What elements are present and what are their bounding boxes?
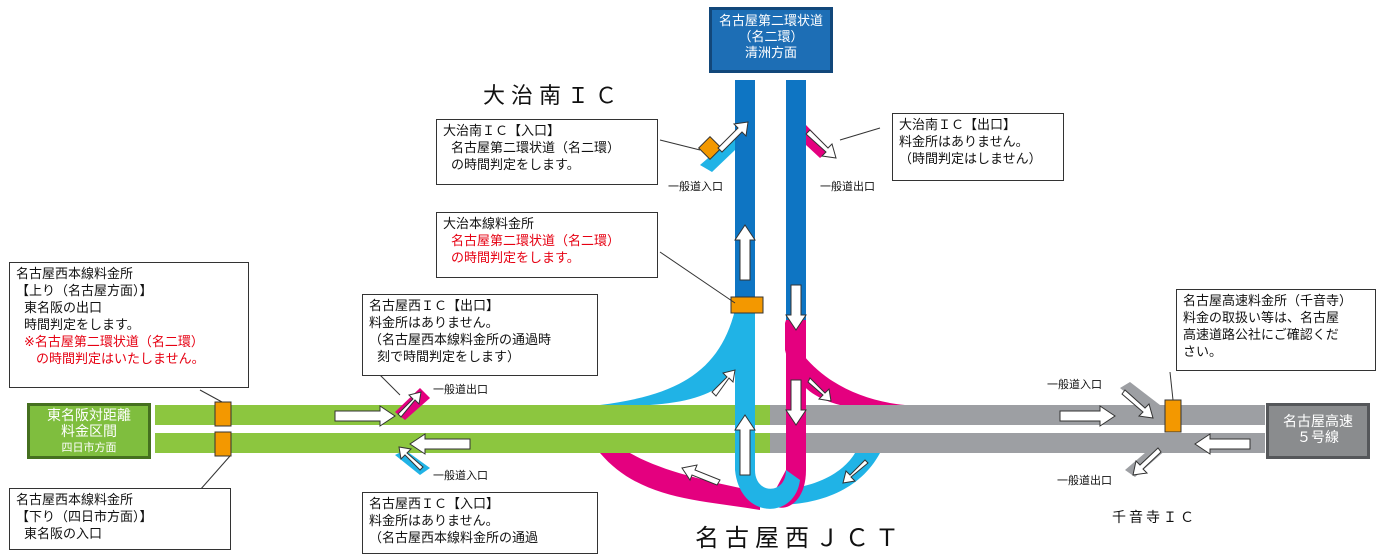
sign-top-line3: 清洲方面 [744, 46, 797, 61]
arrow-nishi-exit [397, 391, 422, 418]
arrow-highway-west [409, 433, 471, 455]
arrow-jct-cyan-lower [842, 459, 869, 484]
sign-left-line2: 料金区間 [61, 424, 117, 440]
label-ohaji-ippan-iriguchi: 一般道入口 [668, 180, 723, 193]
arrow-ns-right-down2 [785, 379, 807, 426]
box-nishi-up-line6: の時間判定はいたしません。 [36, 352, 205, 367]
direction-arrows [334, 121, 1251, 486]
arrow-highway-east2 [1059, 405, 1116, 427]
toll-booth-nishi-up [214, 401, 232, 427]
box-nishi-ic-entrance: 名古屋西ＩＣ【入口】 料金所はありません。 （名古屋西本線料金所の通過 [362, 492, 598, 554]
box-nishi-down-line2: 【下り（四日市方面）】 [16, 510, 153, 525]
arrow-ns-left-up2 [734, 414, 756, 476]
box-nishi-ic-exit: 名古屋西ＩＣ【出口】 料金所はありません。 （名古屋西本線料金所の通過時 刻で時… [362, 294, 598, 376]
sign-left-line1: 東名阪対距離 [47, 408, 131, 424]
sign-left-line3: 四日市方面 [61, 441, 117, 454]
toll-booth-ohaji-ic [697, 135, 723, 161]
ns-road-right-blue [786, 80, 806, 330]
box-nishi-ic-entrance-line2: 料金所はありません。 [369, 514, 499, 529]
arrow-senjuji-exit [1132, 447, 1162, 476]
leader-lines [199, 127, 1174, 491]
label-senjuji-ippan-deguchi: 一般道出口 [1057, 474, 1112, 487]
ns-uturn-cyan [735, 310, 800, 509]
sign-right-line2: ５号線 [1297, 430, 1339, 446]
arrow-ohaji-entrance [717, 121, 749, 153]
title-senjuji-ic: 千音寺ＩＣ [1112, 510, 1197, 526]
box-nishi-ic-exit-line2: 料金所はありません。 [369, 316, 499, 331]
toll-booth-ohaji-main [730, 296, 764, 314]
arrow-jct-magenta [807, 377, 832, 402]
jct-magenta-lower-left [600, 453, 760, 510]
box-nagoya-kosoku-line3: 高速道路公社にご確認くだ [1183, 328, 1339, 343]
box-nishi-ic-entrance-line3: （名古屋西本線料金所の通過 [369, 531, 539, 546]
sign-top-line1: 名古屋第二環状道 [718, 14, 823, 29]
box-ohaji-exit-line2: 料金所はありません。 [899, 135, 1029, 150]
label-nishi-ippan-deguchi: 一般道出口 [433, 383, 488, 396]
box-nishi-up-line2: 【上り（名古屋方面）】 [16, 284, 153, 299]
box-nagoya-kosoku-line1: 名古屋高速料金所（千音寺） [1183, 294, 1353, 309]
box-ohaji-main-line1: 大治本線料金所 [443, 217, 535, 232]
box-nishi-up-line5: ※名古屋第二環状道（名二環） [24, 335, 204, 350]
box-nagoya-kosoku: 名古屋高速料金所（千音寺） 料金の取扱い等は、名古屋 高速道路公社にご確認くだ … [1176, 289, 1376, 371]
box-nishi-up-line4: 時間判定をします。 [24, 318, 140, 333]
highway-upper-gray [770, 405, 1265, 425]
arrow-ns-right-down [785, 284, 807, 331]
toll-booth-nagoya-kosoku [1164, 399, 1182, 433]
box-nishi-up: 名古屋西本線料金所 【上り（名古屋方面）】 東名阪の出口 時間判定をします。 ※… [9, 262, 249, 388]
arrow-ohaji-exit [805, 129, 837, 159]
arrow-highway-west2 [1194, 433, 1251, 455]
title-nagoya-nishi-jct: 名古屋西ＪＣＴ [695, 524, 905, 552]
box-ohaji-entrance-line1: 大治南ＩＣ【入口】 [443, 124, 561, 139]
box-nishi-down-line1: 名古屋西本線料金所 [16, 493, 134, 508]
arrow-senjuji-entrance [1121, 389, 1154, 419]
label-nishi-ippan-iriguchi: 一般道入口 [433, 469, 488, 482]
arrow-jct-magenta-lower [681, 464, 721, 486]
box-nishi-ic-exit-line4: 刻で時間判定をします） [377, 350, 521, 365]
box-ohaji-main: 大治本線料金所 名古屋第二環状道（名二環） の時間判定をします。 [436, 212, 658, 278]
box-ohaji-exit-line1: 大治南ＩＣ【出口】 [899, 118, 1017, 133]
box-ohaji-entrance: 大治南ＩＣ【入口】 名古屋第二環状道（名二環） の時間判定をします。 [436, 119, 658, 185]
box-nishi-up-line1: 名古屋西本線料金所 [16, 267, 134, 282]
label-senjuji-ippan-iriguchi: 一般道入口 [1047, 378, 1102, 391]
box-nishi-ic-exit-line1: 名古屋西ＩＣ【出口】 [369, 299, 500, 314]
toll-booth-nishi-down [214, 431, 232, 457]
box-ohaji-entrance-line3: の時間判定をします。 [451, 158, 580, 173]
box-ohaji-main-line2: 名古屋第二環状道（名二環） [451, 234, 621, 249]
jct-cyan-upper-left [600, 310, 755, 405]
box-nagoya-kosoku-line2: 料金の取扱い等は、名古屋 [1183, 311, 1340, 326]
box-nagoya-kosoku-line4: さい。 [1183, 345, 1223, 360]
sign-top-nagoya-ring: 名古屋第二環状道 （名二環） 清洲方面 [709, 7, 833, 73]
box-ohaji-exit: 大治南ＩＣ【出口】 料金所はありません。 （時間判定はしません） [892, 113, 1064, 181]
title-ohaji-ic: 大治南ＩＣ [483, 84, 624, 109]
arrow-nishi-entrance [398, 446, 424, 471]
label-ohaji-ippan-deguchi: 一般道出口 [820, 180, 875, 193]
box-ohaji-entrance-line2: 名古屋第二環状道（名二環） [451, 141, 621, 156]
arrow-ns-left-up [734, 224, 756, 281]
sign-left-tomeihan: 東名阪対距離 料金区間 四日市方面 [27, 403, 151, 459]
sign-right-line1: 名古屋高速 [1283, 414, 1353, 430]
arrow-highway-east [334, 405, 396, 427]
box-nishi-up-line3: 東名阪の出口 [24, 301, 103, 316]
sign-right-nagoya-kosoku: 名古屋高速 ５号線 [1266, 403, 1370, 459]
highway-upper-green [155, 405, 775, 425]
box-nishi-down-line3: 東名阪の入口 [24, 527, 103, 542]
box-nishi-ic-entrance-line1: 名古屋西ＩＣ【入口】 [369, 497, 500, 512]
highway-lower-gray [770, 433, 1265, 453]
box-nishi-ic-exit-line3: （名古屋西本線料金所の通過時 [369, 333, 552, 348]
box-ohaji-exit-line3: （時間判定はしません） [899, 152, 1042, 167]
arrow-jct-cyan [711, 369, 736, 397]
box-nishi-down: 名古屋西本線料金所 【下り（四日市方面）】 東名阪の入口 [9, 488, 231, 550]
box-ohaji-main-line3: の時間判定をします。 [451, 251, 580, 266]
sign-top-line2: （名二環） [738, 30, 804, 45]
